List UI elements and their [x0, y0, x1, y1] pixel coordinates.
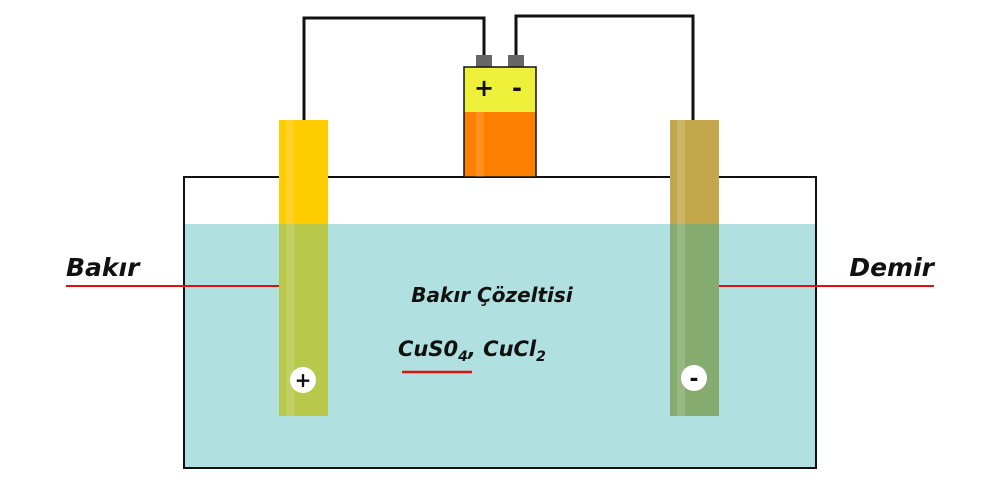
- formula-copper-chloride: CuCl: [483, 337, 537, 361]
- cathode-sign-circle: [681, 365, 707, 391]
- formula-copper-sulfate: CuS0: [398, 337, 458, 361]
- battery-positive-sign: +: [474, 74, 494, 102]
- formula-separator: ,: [467, 337, 483, 361]
- battery-terminal-positive: [476, 55, 492, 67]
- formula-copper-sulfate-subscript: 4: [457, 349, 468, 365]
- battery-highlight: [476, 112, 484, 177]
- battery-bottom: [464, 112, 536, 177]
- copper-electrode-highlight: [286, 120, 294, 416]
- cathode-sign: -: [689, 367, 698, 392]
- battery-terminal-negative: [508, 55, 524, 67]
- anode-sign: +: [295, 368, 312, 392]
- battery-negative-sign: -: [512, 74, 522, 102]
- iron-label: Demir: [849, 253, 935, 282]
- solution-name: Bakır Çözeltisi: [411, 283, 574, 307]
- solution-formula: CuS04, CuCl2: [398, 337, 546, 365]
- formula-copper-chloride-subscript: 2: [536, 349, 546, 365]
- anode-sign-circle: [290, 367, 316, 393]
- battery-top: [464, 67, 536, 112]
- right-wire: [514, 14, 695, 120]
- left-wire: [302, 16, 486, 120]
- copper-electrode-top: [279, 120, 328, 224]
- copper-label: Bakır: [66, 253, 141, 282]
- iron-electrode-top: [670, 120, 719, 224]
- battery-outline: [463, 66, 537, 178]
- iron-electrode-highlight: [677, 120, 685, 416]
